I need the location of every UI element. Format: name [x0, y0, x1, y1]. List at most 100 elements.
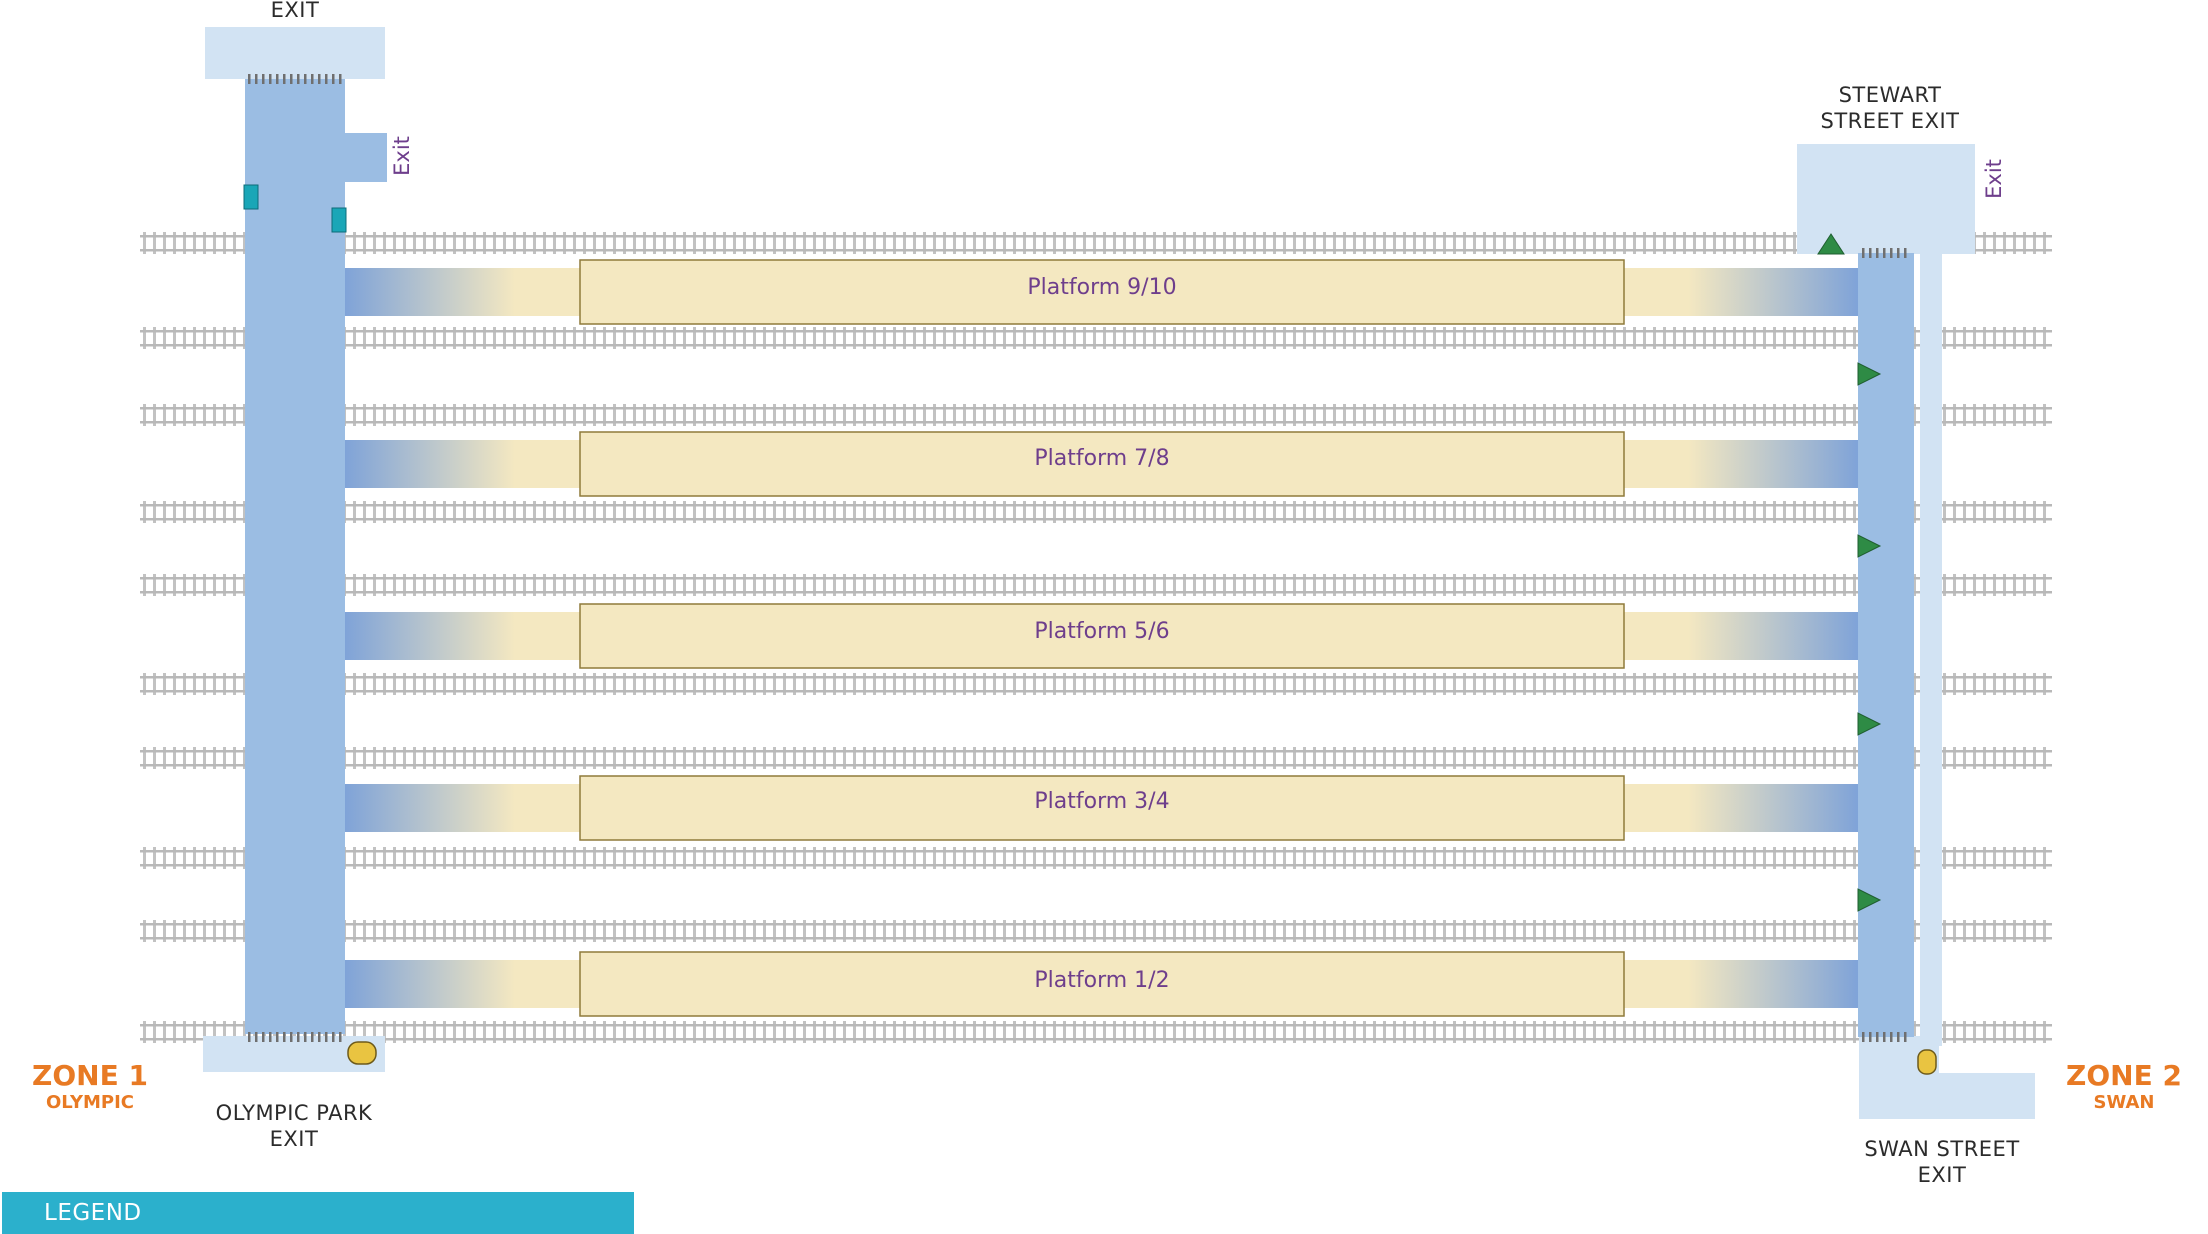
- track-rail: [140, 577, 2052, 580]
- track-rail: [140, 249, 2052, 252]
- track-rail: [140, 330, 2052, 333]
- gate-tick: [283, 74, 286, 84]
- platform-group: [345, 603, 1858, 669]
- gate-tick: [255, 1032, 258, 1042]
- top-gate-line: [248, 74, 342, 84]
- rail-track: [140, 1021, 2052, 1043]
- track-rail: [140, 764, 2052, 767]
- track-rail: [140, 850, 2052, 853]
- gate-tick: [1869, 1032, 1872, 1042]
- gate-tick: [276, 74, 279, 84]
- map-icons: [243, 184, 1937, 1075]
- platform-ramp-right: [1622, 612, 1858, 660]
- zone-1-label: ZONE 1 OLYMPIC: [32, 1059, 148, 1114]
- rail-track: [140, 920, 2052, 942]
- rail-tracks: [140, 232, 2052, 1043]
- gate-tick: [1883, 248, 1886, 258]
- gate-tick: [1869, 248, 1872, 258]
- escalator-triangle-icon: [1857, 362, 1882, 386]
- gate-tick: [1897, 248, 1900, 258]
- east-gate-line: [1862, 248, 1907, 258]
- top-exit-label: EXIT: [270, 0, 320, 22]
- platform-ramp-right: [1622, 784, 1858, 832]
- escalator-triangle-icon: [1817, 233, 1845, 255]
- legend-title: LEGEND: [44, 1200, 142, 1226]
- track-rail: [140, 235, 2052, 238]
- track-rail: [140, 504, 2052, 507]
- gate-tick: [1890, 248, 1893, 258]
- escalator-triangle-icon: [1857, 534, 1882, 558]
- gate-tick: [325, 74, 328, 84]
- rail-track: [140, 404, 2052, 426]
- track-rail: [140, 1024, 2052, 1027]
- gate-tick: [339, 74, 342, 84]
- platform-group: [345, 951, 1858, 1017]
- gate-tick: [276, 1032, 279, 1042]
- platform-ramp-right: [1622, 960, 1858, 1008]
- gate-tick: [304, 1032, 307, 1042]
- rail-track: [140, 501, 2052, 523]
- gate-tick: [1862, 1032, 1865, 1042]
- platform: [579, 951, 1625, 1017]
- track-rail: [140, 421, 2052, 424]
- gate-tick: [1876, 1032, 1879, 1042]
- track-rail: [140, 1038, 2052, 1041]
- gate-tick: [248, 1032, 251, 1042]
- gate-tick: [1883, 1032, 1886, 1042]
- escalator-triangle-icon: [1857, 712, 1882, 736]
- gate-tick: [1862, 248, 1865, 258]
- zone-2-label: ZONE 2 SWAN: [2066, 1059, 2182, 1114]
- gate-tick: [290, 1032, 293, 1042]
- east-corridor: [1920, 246, 1942, 1046]
- rail-track: [140, 847, 2052, 869]
- platform-group: [345, 259, 1858, 325]
- platform-ramp-left: [345, 960, 581, 1008]
- gate-tick: [262, 1032, 265, 1042]
- gate-tick: [283, 1032, 286, 1042]
- info-point-icon: [347, 1041, 377, 1065]
- ticket-gate-icon: [331, 207, 347, 233]
- west-concourse: [245, 79, 387, 1034]
- track-rail: [140, 344, 2052, 347]
- track-rail: [140, 750, 2052, 753]
- info-point-icon: [1917, 1049, 1937, 1075]
- gate-tick: [311, 74, 314, 84]
- stewart-street-exit-label: STEWART STREET EXIT: [1820, 83, 1960, 133]
- gate-tick: [297, 1032, 300, 1042]
- gate-tick: [1890, 1032, 1893, 1042]
- rail-track: [140, 747, 2052, 769]
- track-rail: [140, 591, 2052, 594]
- rail-track: [140, 232, 2052, 254]
- ticket-gate-icon: [243, 184, 259, 210]
- track-rail: [140, 676, 2052, 679]
- bottom-gate-line: [248, 1032, 342, 1042]
- legend-bar[interactable]: LEGEND: [2, 1192, 634, 1234]
- gate-tick: [339, 1032, 342, 1042]
- platform-ramp-right: [1622, 268, 1858, 316]
- side-exit-label-right: Exit: [1981, 159, 2006, 199]
- swan-exit-area: [1859, 1073, 2035, 1119]
- gate-tick: [325, 1032, 328, 1042]
- platform: [579, 775, 1625, 841]
- gate-tick: [269, 1032, 272, 1042]
- olympic-park-exit-label: OLYMPIC PARK EXIT: [215, 1101, 373, 1151]
- gate-tick: [1876, 248, 1879, 258]
- top-exit-area: [205, 27, 385, 79]
- rail-track: [140, 673, 2052, 695]
- platform-label: Platform 7/8: [1034, 446, 1170, 471]
- gate-tick: [318, 74, 321, 84]
- side-exit-label-left: Exit: [389, 136, 414, 176]
- gate-tick: [1897, 1032, 1900, 1042]
- platform-label: Platform 3/4: [1034, 789, 1170, 814]
- platform-ramp-left: [345, 612, 581, 660]
- gate-tick: [255, 74, 258, 84]
- rail-track: [140, 574, 2052, 596]
- platform-ramp-left: [345, 268, 581, 316]
- platform-label: Platform 9/10: [1027, 275, 1177, 300]
- track-rail: [140, 937, 2052, 940]
- track-rail: [140, 518, 2052, 521]
- gate-tick: [1904, 248, 1907, 258]
- platform-label: Platform 5/6: [1034, 619, 1170, 644]
- stewart-exit-area: [1797, 144, 1975, 254]
